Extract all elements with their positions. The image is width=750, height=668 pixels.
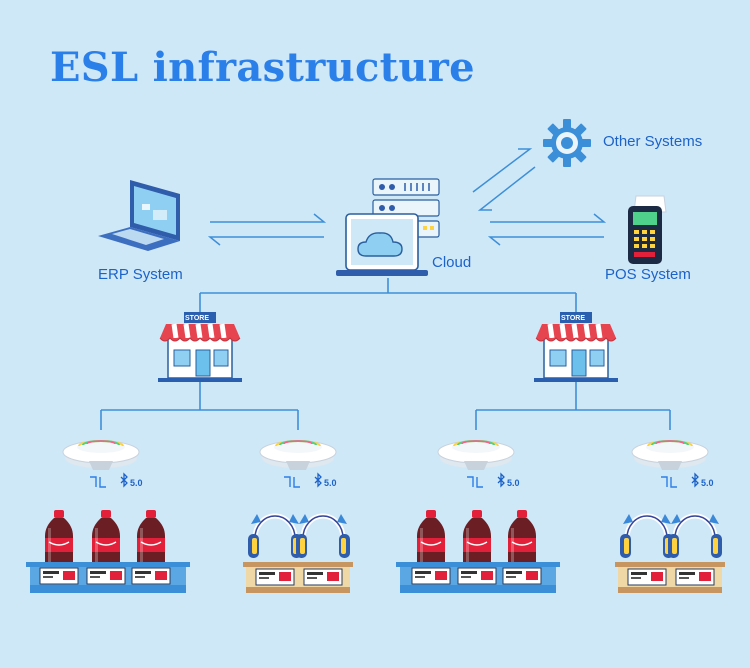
connector-lines [100, 278, 671, 430]
cola-shelf-1 [26, 509, 190, 593]
esl-tag-icon [457, 567, 497, 585]
pos-terminal-icon [628, 195, 667, 264]
cola-shelf-2 [396, 509, 560, 593]
bluetooth-icon-4 [691, 473, 699, 487]
cloud-label: Cloud [432, 254, 472, 271]
bluetooth-version-3: 5.0 [507, 478, 520, 488]
signal-icon-4 [660, 476, 678, 488]
bluetooth-icon-1 [120, 473, 128, 487]
signal-icon-1 [89, 476, 107, 488]
bluetooth-icon-2 [314, 473, 322, 487]
esl-tag-icon [39, 567, 79, 585]
store-sign-left: STORE [185, 315, 209, 322]
esl-tag-icon [131, 567, 171, 585]
access-point-icon-3 [437, 440, 515, 471]
gear-icon [543, 119, 591, 167]
access-point-icon-4 [631, 440, 709, 471]
esl-tag-icon [627, 568, 667, 586]
bluetooth-version-1: 5.0 [130, 478, 143, 488]
esl-tag-icon [502, 567, 542, 585]
data-flow-arrows [207, 148, 607, 246]
erp-system-label: ERP System [98, 266, 183, 283]
signal-icon-2 [283, 476, 301, 488]
pos-system-label: POS System [605, 266, 691, 283]
headphone-shelf-2 [615, 514, 725, 593]
store-icon-right [534, 312, 618, 382]
headphones-icon [620, 514, 674, 558]
bluetooth-icon-3 [497, 473, 505, 487]
esl-tag-icon [255, 568, 295, 586]
laptop-icon [98, 180, 180, 251]
other-systems-label: Other Systems [603, 133, 703, 150]
bluetooth-version-4: 5.0 [701, 478, 714, 488]
headphones-icon [296, 514, 350, 558]
bluetooth-version-2: 5.0 [324, 478, 337, 488]
esl-tag-icon [411, 567, 451, 585]
esl-tag-icon [86, 567, 126, 585]
esl-tag-icon [675, 568, 715, 586]
access-point-icon-1 [62, 440, 140, 471]
access-point-icon-2 [259, 440, 337, 471]
signal-icon-3 [466, 476, 484, 488]
headphones-icon [668, 514, 722, 558]
headphone-shelf-1 [243, 514, 353, 593]
esl-tag-icon [303, 568, 343, 586]
store-icon-left [158, 312, 242, 382]
store-sign-right: STORE [561, 315, 585, 322]
diagram-title: ESL infrastructure [50, 44, 475, 91]
headphones-icon [248, 514, 302, 558]
cloud-server-icon [336, 178, 440, 276]
